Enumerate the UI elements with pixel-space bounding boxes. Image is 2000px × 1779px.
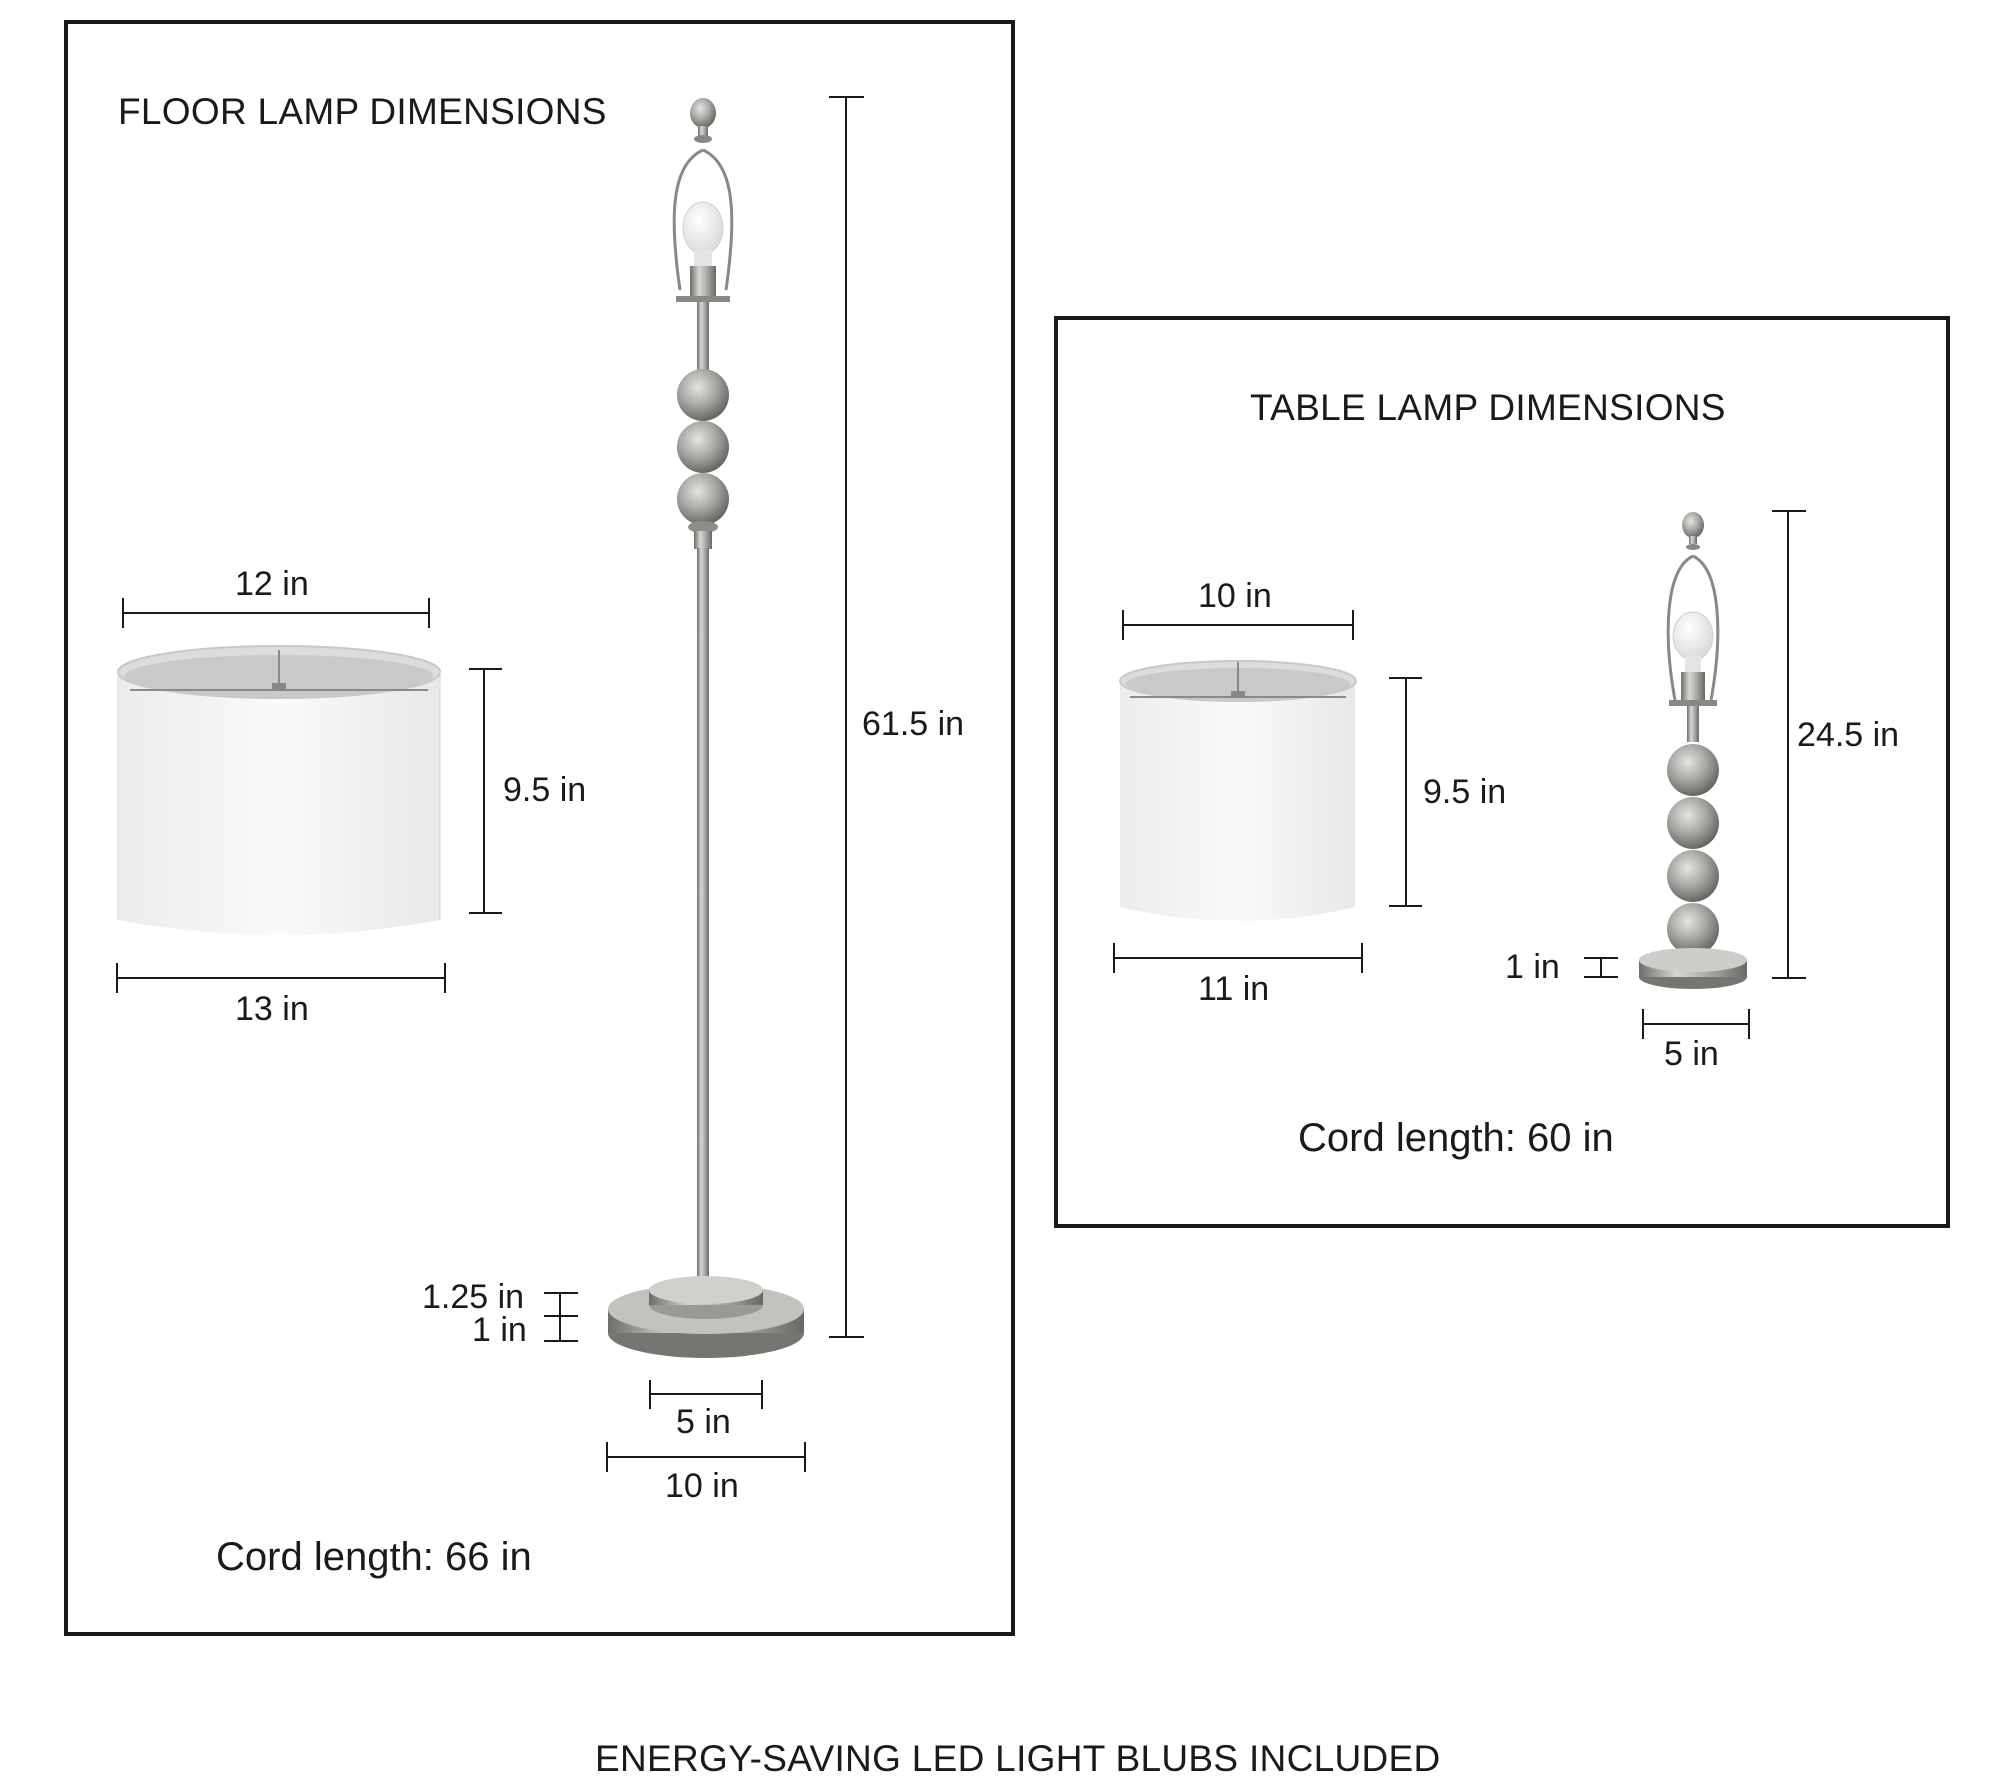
- floor-dimension-lines: [116, 96, 864, 1472]
- floor-shade-bottom-width: 13 in: [235, 990, 309, 1028]
- floor-total-height: 61.5 in: [862, 705, 965, 743]
- floor-base-bottom-thickness: 1 in: [472, 1311, 527, 1349]
- footer-note: ENERGY-SAVING LED LIGHT BLUBS INCLUDED: [595, 1738, 1441, 1779]
- floor-lamp-title: FLOOR LAMP DIMENSIONS: [118, 91, 607, 132]
- floor-base-outer-width: 10 in: [665, 1467, 739, 1505]
- table-lamp-drawing: [1119, 512, 1747, 989]
- table-shade-height: 9.5 in: [1423, 773, 1507, 811]
- floor-lamp-drawing: [117, 98, 804, 1358]
- floor-base-top-thickness: 1.25 in: [422, 1278, 525, 1316]
- table-total-height: 24.5 in: [1797, 716, 1900, 754]
- floor-base-inner-width: 5 in: [676, 1403, 731, 1441]
- floor-shade-height: 9.5 in: [503, 771, 587, 809]
- table-lamp-panel: [1054, 316, 1950, 1228]
- floor-cord-length: Cord length: 66 in: [216, 1535, 532, 1579]
- table-dimension-lines: [1113, 510, 1806, 1039]
- table-lamp-title: TABLE LAMP DIMENSIONS: [1250, 387, 1726, 428]
- table-base-thickness: 1 in: [1505, 948, 1560, 986]
- table-cord-length: Cord length: 60 in: [1298, 1116, 1614, 1160]
- floor-lamp-panel: [64, 20, 1015, 1636]
- table-shade-bottom-width: 11 in: [1198, 970, 1270, 1008]
- table-shade-top-width: 10 in: [1198, 577, 1272, 615]
- table-base-width: 5 in: [1664, 1035, 1719, 1073]
- floor-shade-top-width: 12 in: [235, 565, 309, 603]
